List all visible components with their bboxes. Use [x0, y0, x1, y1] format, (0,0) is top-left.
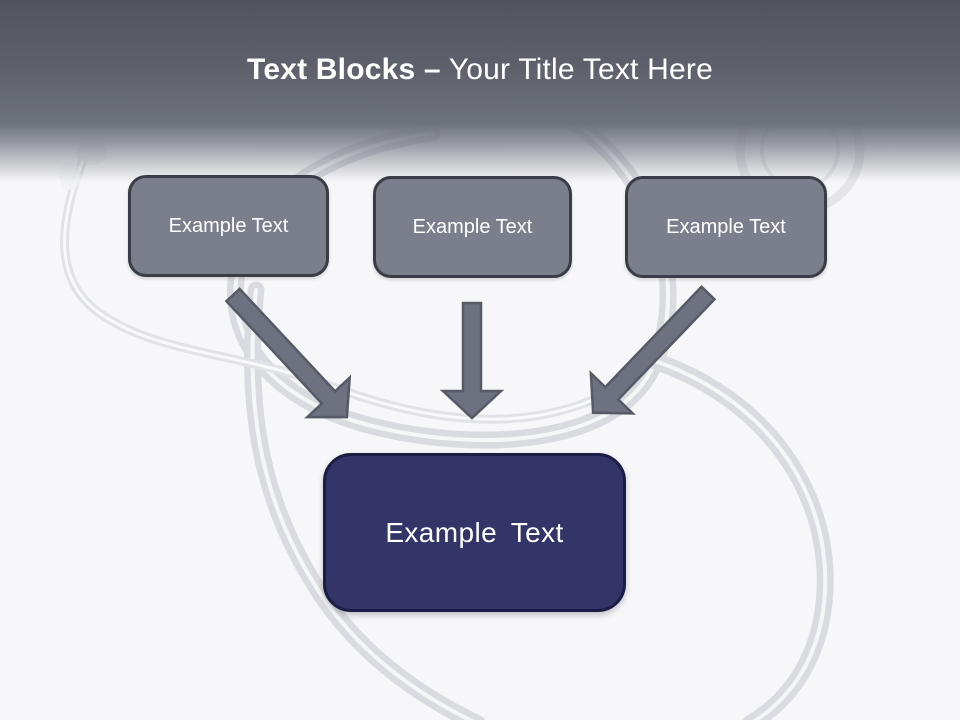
page-title: Text Blocks –Your Title Text Here: [0, 52, 960, 88]
text-block-2: Example Text: [373, 176, 572, 278]
down-arrow-icon: [439, 301, 505, 420]
text-block-2-label: Example Text: [412, 215, 533, 238]
result-text-block: Example Text: [323, 453, 626, 612]
header-band: [0, 0, 960, 182]
text-block-3: Example Text: [625, 176, 827, 278]
diagonal-down-right-arrow-icon: [224, 287, 352, 419]
text-block-1: Example Text: [128, 175, 329, 277]
text-block-1-label: Example Text: [168, 214, 289, 237]
stethoscope-tube-highlight: [650, 358, 828, 720]
page-title-regular: Your Title Text Here: [448, 53, 713, 86]
result-text-block-label: Example Text: [385, 516, 564, 548]
text-block-3-label: Example Text: [666, 215, 786, 238]
diagonal-down-left-arrow-icon: [589, 285, 717, 415]
stethoscope-tube: [643, 351, 834, 720]
page-title-emphasis: Text Blocks –: [247, 53, 441, 86]
